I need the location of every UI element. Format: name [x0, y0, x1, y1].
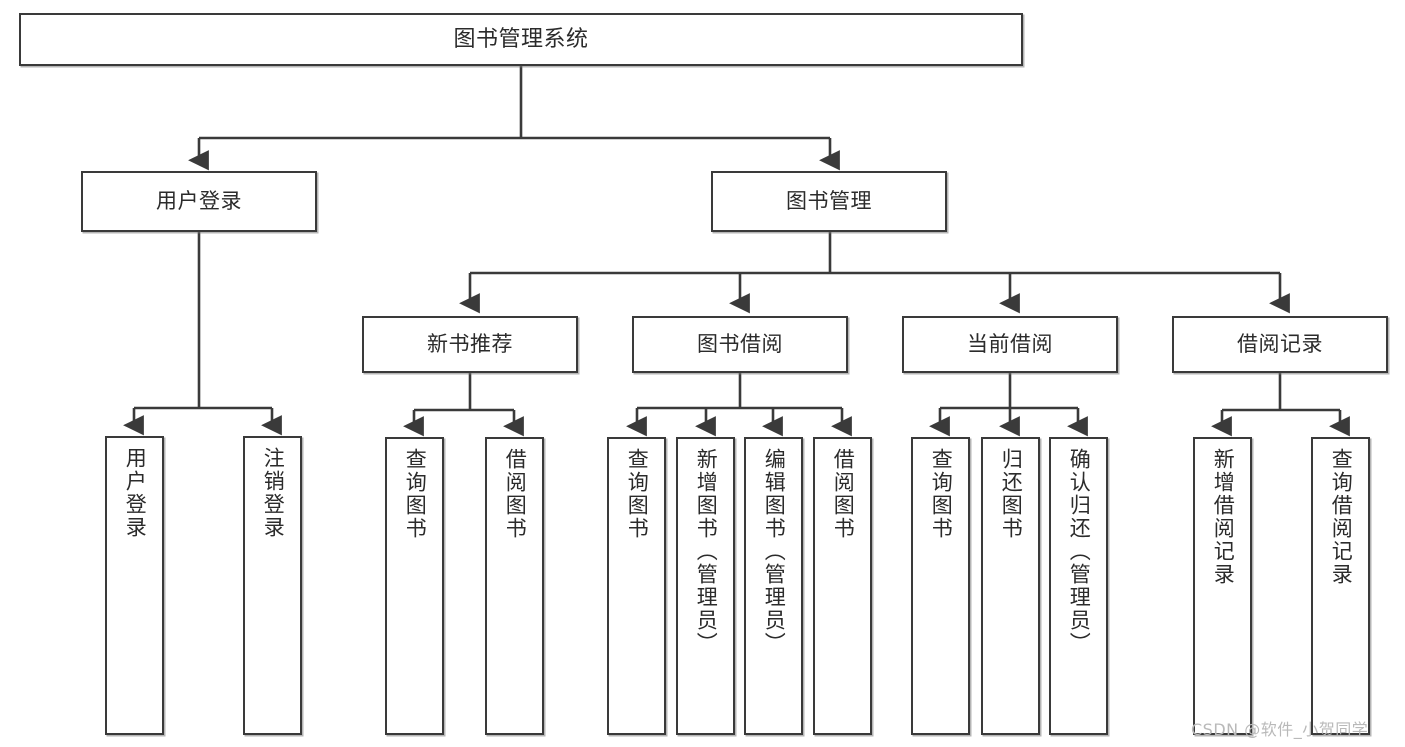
leaf-borrow-add-book-admin-label: 新增图书（管理员）: [694, 448, 719, 655]
leaf-borrow-add-book-admin[interactable]: 新增图书（管理员）: [676, 437, 735, 735]
leaf-user-logout[interactable]: 注销登录: [243, 436, 302, 735]
node-book-borrow[interactable]: 图书借阅: [632, 316, 848, 373]
leaf-borrow-edit-book-admin[interactable]: 编辑图书（管理员）: [744, 437, 803, 735]
node-user-login-label: 用户登录: [156, 189, 242, 214]
node-new-book-recommend-label: 新书推荐: [427, 332, 513, 357]
node-book-management-label: 图书管理: [786, 189, 872, 214]
leaf-user-login-label: 用户登录: [123, 447, 148, 539]
leaf-current-query-book[interactable]: 查询图书: [911, 437, 970, 735]
node-root-label: 图书管理系统: [453, 26, 589, 52]
node-book-borrow-label: 图书借阅: [697, 332, 783, 357]
leaf-newbook-query-book-label: 查询图书: [403, 448, 428, 540]
leaf-borrow-query-book-label: 查询图书: [625, 448, 650, 540]
leaf-current-return-book-label: 归还图书: [999, 448, 1024, 540]
node-borrow-records[interactable]: 借阅记录: [1172, 316, 1388, 373]
leaf-records-query-record[interactable]: 查询借阅记录: [1311, 437, 1370, 735]
leaf-records-add-record-label: 新增借阅记录: [1211, 448, 1236, 586]
node-book-management[interactable]: 图书管理: [711, 171, 947, 232]
node-borrow-records-label: 借阅记录: [1237, 332, 1323, 357]
leaf-newbook-borrow-book-label: 借阅图书: [503, 448, 528, 540]
leaf-records-add-record[interactable]: 新增借阅记录: [1193, 437, 1252, 735]
node-user-login[interactable]: 用户登录: [81, 171, 317, 232]
leaf-newbook-query-book[interactable]: 查询图书: [385, 437, 444, 735]
csdn-watermark: CSDN @软件_小贺同学: [1191, 720, 1369, 739]
leaf-newbook-borrow-book[interactable]: 借阅图书: [485, 437, 544, 735]
leaf-current-confirm-return-admin-label: 确认归还（管理员）: [1067, 448, 1092, 655]
node-current-borrow[interactable]: 当前借阅: [902, 316, 1118, 373]
leaf-current-confirm-return-admin[interactable]: 确认归还（管理员）: [1049, 437, 1108, 735]
leaf-user-login[interactable]: 用户登录: [105, 436, 164, 735]
leaf-borrow-query-book[interactable]: 查询图书: [607, 437, 666, 735]
leaf-records-query-record-label: 查询借阅记录: [1329, 448, 1354, 586]
leaf-borrow-borrow-book[interactable]: 借阅图书: [813, 437, 872, 735]
leaf-borrow-borrow-book-label: 借阅图书: [831, 448, 856, 540]
node-current-borrow-label: 当前借阅: [967, 332, 1053, 357]
node-new-book-recommend[interactable]: 新书推荐: [362, 316, 578, 373]
node-root[interactable]: 图书管理系统: [19, 13, 1023, 66]
leaf-current-query-book-label: 查询图书: [929, 448, 954, 540]
leaf-user-logout-label: 注销登录: [261, 447, 286, 539]
leaf-borrow-edit-book-admin-label: 编辑图书（管理员）: [762, 448, 787, 655]
leaf-current-return-book[interactable]: 归还图书: [981, 437, 1040, 735]
